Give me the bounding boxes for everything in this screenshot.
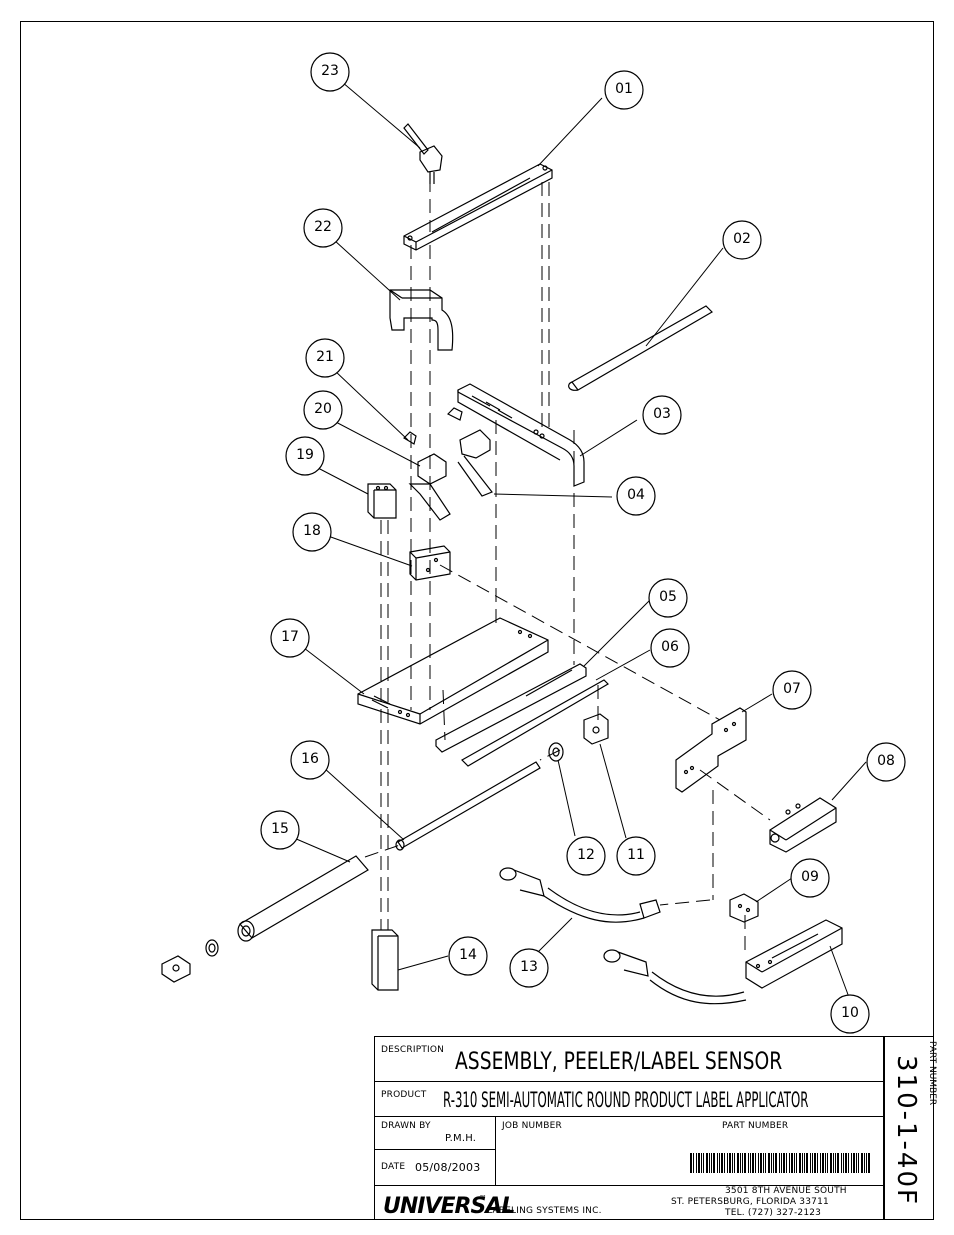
- callout-balloon-14: [448, 936, 488, 976]
- product-label: PRODUCT: [381, 1090, 427, 1100]
- callout-label-03: 03: [653, 406, 671, 422]
- description-value: ASSEMBLY, PEELER/LABEL SENSOR: [455, 1047, 783, 1075]
- callout-balloon-02: [722, 220, 762, 260]
- trademark-symbol: ™: [479, 1194, 487, 1203]
- callout-balloon-01: [604, 70, 644, 110]
- callout-balloon-19: [285, 436, 325, 476]
- date-value: 05/08/2003: [415, 1161, 481, 1174]
- callout-label-06: 06: [661, 639, 679, 655]
- universal-logo: UNIVERSAL: [383, 1194, 515, 1219]
- drawn-by-label: DRAWN BY: [381, 1121, 431, 1131]
- callout-balloon-10: [830, 994, 870, 1034]
- callout-label-22: 22: [314, 219, 332, 235]
- callout-balloon-07: [772, 670, 812, 710]
- title-block: DESCRIPTION ASSEMBLY, PEELER/LABEL SENSO…: [374, 1036, 884, 1220]
- company-cell: UNIVERSAL ™ LABELING SYSTEMS INC. 3501 8…: [374, 1185, 884, 1220]
- part-23-handle: [403, 123, 443, 184]
- part-17-base-plate: [357, 617, 549, 725]
- callout-label-19: 19: [296, 447, 314, 463]
- part-02-rod: [568, 305, 713, 391]
- barcode: [690, 1153, 870, 1173]
- product-row: PRODUCT R-310 SEMI-AUTOMATIC ROUND PRODU…: [374, 1081, 884, 1117]
- callout-label-18: 18: [303, 523, 321, 539]
- part-03-plate: [457, 383, 585, 487]
- part-04-sensor-bracket: [446, 407, 493, 497]
- part-15-roller: [161, 855, 369, 983]
- leader-lines: [293, 81, 867, 1001]
- date-cell: DATE 05/08/2003: [374, 1149, 496, 1186]
- part-07-bracket: [675, 707, 747, 793]
- callout-balloon-23: [310, 52, 350, 92]
- drawn-by-value: P.M.H.: [445, 1133, 477, 1144]
- company-suffix: LABELING SYSTEMS INC.: [487, 1206, 602, 1216]
- callout-balloon-16: [290, 740, 330, 780]
- callout-balloon-04: [616, 476, 656, 516]
- part-01-top-bar: [403, 163, 553, 251]
- job-number-label: JOB NUMBER: [502, 1121, 562, 1131]
- description-label: DESCRIPTION: [381, 1045, 445, 1055]
- part-08-sensor: [769, 797, 837, 853]
- callout-balloon-12: [566, 836, 606, 876]
- part-19-block: [367, 483, 397, 519]
- callout-label-21: 21: [316, 349, 334, 365]
- callout-balloon-20: [303, 390, 343, 430]
- part-13-cable: [499, 867, 661, 923]
- callout-label-20: 20: [314, 401, 332, 417]
- callout-label-16: 16: [301, 751, 319, 767]
- part-22-bracket: [389, 289, 454, 351]
- callout-balloon-22: [303, 208, 343, 248]
- callout-balloon-03: [642, 395, 682, 435]
- callout-label-14: 14: [459, 947, 477, 963]
- callout-label-11: 11: [627, 847, 645, 863]
- callout-label-15: 15: [271, 821, 289, 837]
- callout-label-09: 09: [801, 869, 819, 885]
- callout-balloon-21: [305, 338, 345, 378]
- callout-balloon-06: [650, 628, 690, 668]
- callout-label-05: 05: [659, 589, 677, 605]
- callout-label-12: 12: [577, 847, 595, 863]
- part-09-bracket: [729, 893, 759, 923]
- part-12-washer: [548, 742, 564, 762]
- callout-balloon-08: [866, 742, 906, 782]
- part-20-21-clamp: [403, 431, 451, 521]
- callout-balloon-18: [292, 512, 332, 552]
- part-11-block: [583, 713, 609, 745]
- callout-label-04: 04: [627, 487, 645, 503]
- address-line1: 3501 8TH AVENUE SOUTH: [725, 1186, 847, 1196]
- description-row: DESCRIPTION ASSEMBLY, PEELER/LABEL SENSO…: [374, 1036, 884, 1082]
- callout-label-02: 02: [733, 231, 751, 247]
- drawn-by-cell: DRAWN BY P.M.H.: [374, 1116, 496, 1150]
- part-number-label: PART NUMBER: [722, 1121, 789, 1131]
- part-05-06-peeler-bar: [435, 663, 609, 767]
- callout-label-08: 08: [877, 753, 895, 769]
- callout-balloon-17: [270, 618, 310, 658]
- callout-balloons: [260, 52, 906, 1034]
- part-number-column: PART NUMBER 310-1-40F: [884, 1036, 937, 1220]
- callout-balloon-13: [509, 948, 549, 988]
- address-line2: ST. PETERSBURG, FLORIDA 33711: [671, 1197, 829, 1207]
- callout-label-23: 23: [321, 63, 339, 79]
- callout-label-10: 10: [841, 1005, 859, 1021]
- callout-label-17: 17: [281, 629, 299, 645]
- date-label: DATE: [381, 1162, 406, 1172]
- callout-label-07: 07: [783, 681, 801, 697]
- part-14-block: [371, 929, 399, 991]
- part-18-block: [409, 545, 451, 581]
- callout-balloon-11: [616, 836, 656, 876]
- part-10-sensor: [603, 919, 843, 1005]
- side-part-number-label: PART NUMBER: [927, 1041, 937, 1106]
- side-part-number: 310-1-40F: [891, 1055, 921, 1206]
- alignment-lines: [364, 178, 771, 955]
- job-part-cell: JOB NUMBER PART NUMBER: [495, 1116, 884, 1186]
- address-line3: TEL. (727) 327-2123: [725, 1208, 822, 1218]
- callout-balloon-15: [260, 810, 300, 850]
- callout-label-13: 13: [520, 959, 538, 975]
- part-16-rod: [395, 761, 541, 851]
- product-value: R-310 SEMI-AUTOMATIC ROUND PRODUCT LABEL…: [443, 1088, 809, 1112]
- callout-balloon-05: [648, 578, 688, 618]
- callout-label-01: 01: [615, 81, 633, 97]
- callout-balloon-09: [790, 858, 830, 898]
